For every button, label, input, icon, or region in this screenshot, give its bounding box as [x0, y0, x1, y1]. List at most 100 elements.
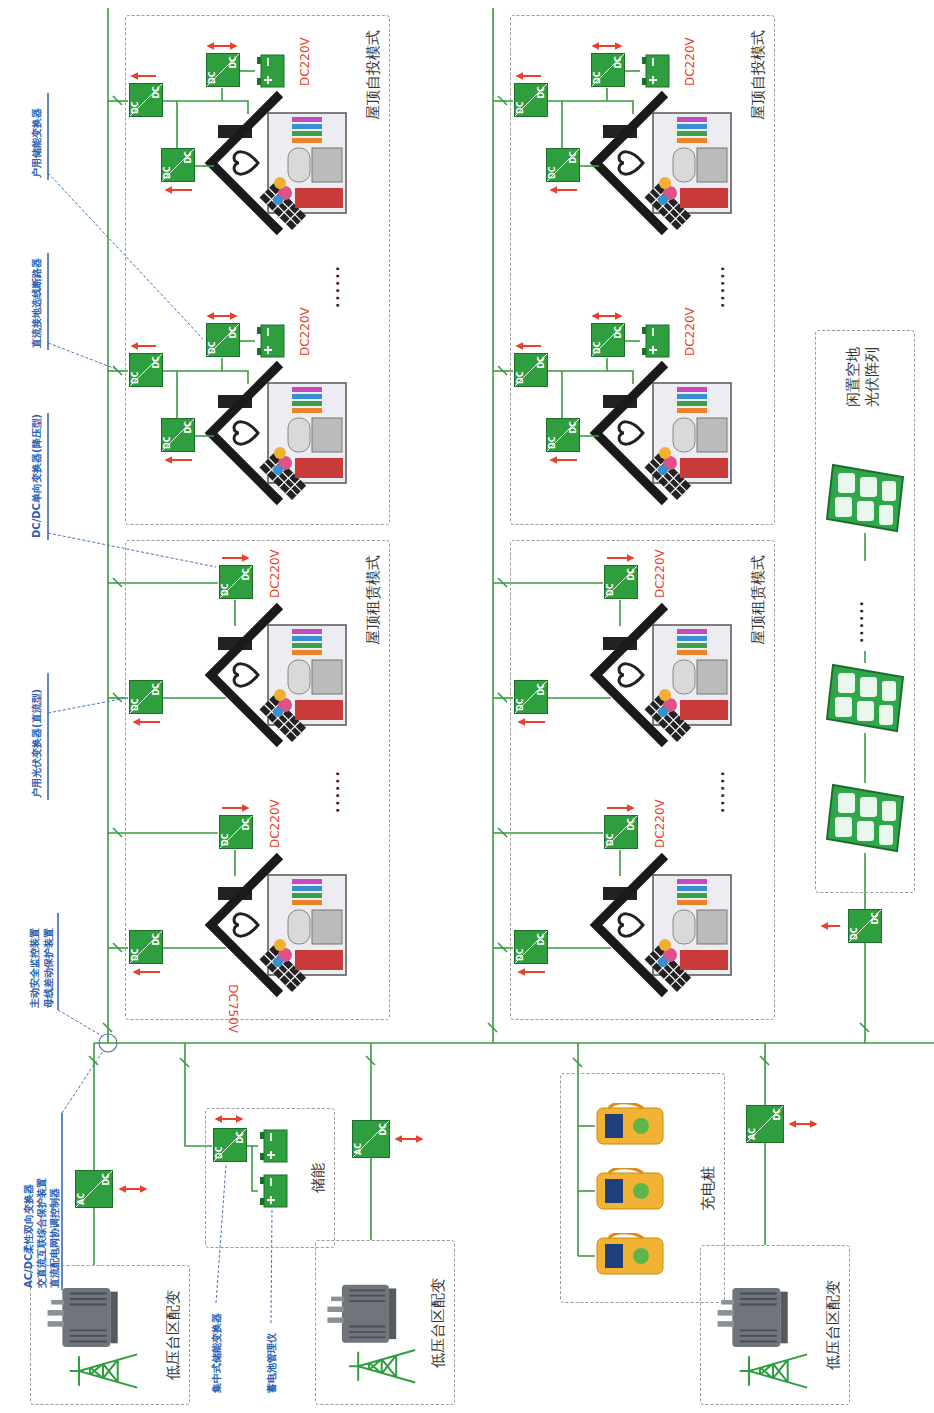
converter-box: ACDC [75, 1170, 113, 1208]
group-heading: 屋顶自投模式 [749, 30, 768, 120]
group-heading: 屋顶租赁模式 [364, 555, 383, 645]
flow-arrow [134, 971, 160, 973]
wire [864, 853, 866, 909]
breaker-symbol [498, 366, 507, 375]
breaker-symbol [180, 1058, 189, 1067]
flow-arrow [396, 1138, 422, 1140]
voltage-label: DC220V [298, 307, 313, 356]
breaker-symbol [760, 1056, 769, 1065]
converter-label: DC [537, 933, 546, 946]
wire [246, 1146, 258, 1191]
group-heading: 屋顶自投模式 [364, 30, 383, 120]
converter-box: DC DC [546, 418, 580, 452]
converter-box: DCDC [604, 565, 638, 599]
converter-label: DC [773, 1108, 782, 1121]
panel-icon [827, 785, 903, 851]
converter-box: DCDC [546, 148, 580, 182]
converter-label: DC [516, 371, 525, 384]
wire [606, 88, 608, 101]
feed-wire [370, 1158, 372, 1240]
converter-label: DC [152, 933, 161, 946]
wire [162, 371, 248, 384]
voltage-label: DC220V [683, 37, 698, 86]
flow-arrow [519, 971, 545, 973]
voltage-label: DC750V [225, 984, 240, 1033]
wire [547, 101, 633, 114]
bat-icon [642, 55, 669, 87]
wire [107, 8, 109, 1043]
converter-label: DC [131, 371, 140, 384]
callout-label: 直流配电网协调控制器 [48, 1188, 61, 1288]
breaker-symbol [113, 96, 122, 105]
flow-arrow [222, 807, 248, 809]
converter-label: AC [354, 1143, 363, 1155]
house-icon [211, 606, 346, 744]
wire [547, 947, 611, 949]
bat-icon [257, 325, 284, 357]
feed-wire [764, 1143, 766, 1245]
voltage-label: DC220V [268, 799, 283, 848]
xf-icon [48, 1288, 138, 1388]
flow-arrow [208, 45, 236, 47]
group-box: 屋顶自投模式DCDCDCDCDCDCDCDCDCDCDCDC [125, 15, 390, 525]
group-box: 储能DCDC [205, 1108, 335, 1248]
voltage-label: DC220V [653, 549, 668, 598]
callout-label: 直流接地选线断路器 [30, 258, 43, 348]
wire [176, 371, 178, 419]
bat-icon [260, 1130, 287, 1162]
ellipsis-mark: ...... [711, 264, 728, 308]
converter-box: DC DC [514, 353, 548, 387]
wire [624, 340, 640, 342]
wire [234, 600, 236, 626]
converter-label: DC [152, 356, 161, 369]
flow-arrow [132, 75, 156, 77]
breaker-symbol [498, 943, 507, 952]
callout-label: 集中式储能变换器 [210, 1313, 223, 1393]
house-icon [596, 606, 731, 744]
wire [221, 88, 223, 101]
callout-label: DC/DC单向变换器(降压型) [30, 414, 43, 538]
converter-label: DC [215, 1146, 224, 1159]
callout-underline [61, 1113, 63, 1290]
bat-icon [257, 55, 284, 87]
wire [578, 1125, 595, 1127]
callout-underline [47, 673, 49, 800]
converter-box: DCDC [604, 815, 638, 849]
converter-label: DC [242, 818, 251, 831]
callout-label: 户用光伏变换器(直流型) [30, 689, 43, 798]
breaker-symbol [113, 578, 122, 587]
wire [176, 101, 178, 149]
flow-arrow [134, 721, 160, 723]
xf-icon [718, 1288, 808, 1388]
flow-arrow [132, 345, 156, 347]
converter-box: DCDC [161, 418, 195, 452]
flow-arrow [120, 1188, 146, 1190]
converter-box: DCDC [514, 83, 548, 117]
house-icon [211, 364, 346, 502]
converter-label: DC [548, 436, 557, 449]
converter-label: DC [569, 421, 578, 434]
converter-label: DC [229, 326, 238, 339]
converter-label: DC [152, 683, 161, 696]
house-icon [211, 856, 346, 994]
group-box: 低压台区配变 [315, 1240, 455, 1405]
group-heading: 低压台区配变 [824, 1246, 843, 1404]
flow-arrow [822, 925, 840, 927]
breaker-symbol [498, 96, 507, 105]
wire [864, 733, 866, 783]
xf-icon [327, 1285, 415, 1383]
converter-label: DC [537, 86, 546, 99]
ellipsis-mark: ...... [326, 264, 343, 308]
converter-label: DC [163, 436, 172, 449]
converter-label: DC [379, 1123, 388, 1136]
wire [162, 947, 226, 949]
voltage-label: DC220V [268, 549, 283, 598]
wire [577, 1043, 579, 1256]
converter-box: DCDC [219, 565, 253, 599]
wire [239, 340, 255, 342]
wire [162, 697, 226, 699]
converter-label: DC [537, 356, 546, 369]
wire [234, 850, 236, 876]
group-box: 屋顶自投模式DCDCDCDCDCDCDCDCDCDCDCDC [510, 15, 775, 525]
